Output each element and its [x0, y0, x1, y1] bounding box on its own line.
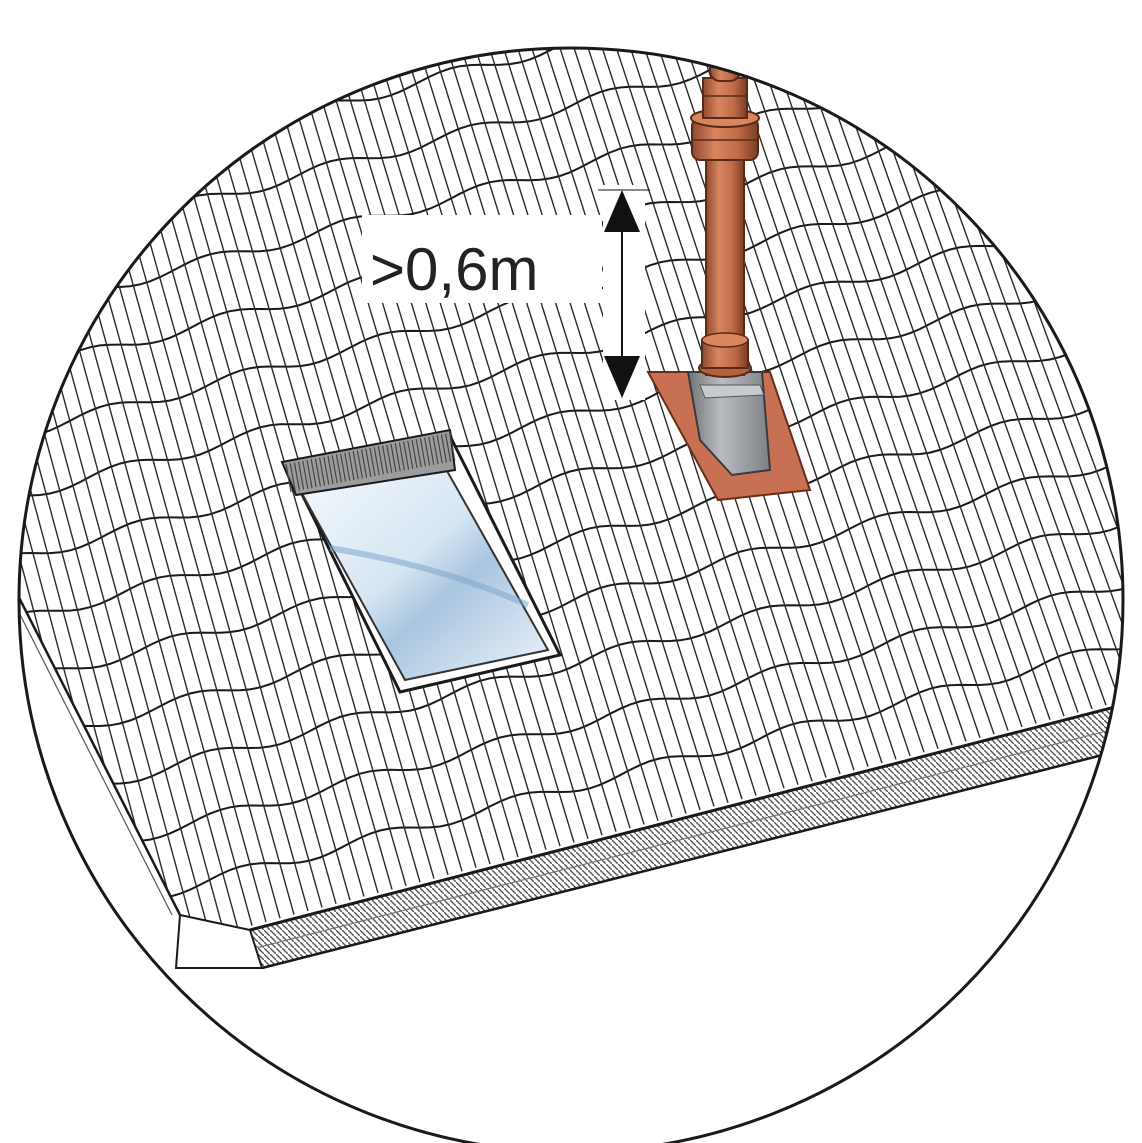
skylight-frame-hatch	[386, 444, 393, 473]
tile-line	[327, 48, 589, 840]
tile-line	[19, 48, 225, 933]
skylight-frame-hatch	[348, 451, 355, 481]
skylight-frame-hatch	[319, 457, 326, 486]
skylight-frame-hatch	[407, 440, 414, 469]
tile-line	[425, 48, 687, 814]
skylight-frame-hatch	[394, 443, 401, 472]
skylight-frame-hatch	[382, 445, 389, 474]
tile-line	[467, 48, 729, 803]
skylight-frame-hatch	[377, 446, 384, 475]
skylight-frame-hatch	[298, 461, 305, 490]
tile-line	[19, 48, 197, 941]
skylight-frame-hatch	[398, 442, 405, 471]
tile-line	[299, 48, 561, 847]
tile-line	[761, 48, 1023, 728]
tile-line	[19, 48, 29, 984]
tile-line	[649, 48, 911, 757]
skylight-frame-hatch	[289, 463, 296, 492]
skylight-frame-hatch	[331, 455, 338, 484]
skylight-frame-hatch	[369, 447, 376, 477]
skylight-frame-hatch	[356, 450, 363, 479]
skylight-frame-hatch	[403, 441, 410, 470]
tile-course	[19, 324, 1123, 632]
tile-line	[355, 48, 617, 832]
tile-line	[453, 48, 715, 807]
skylight-frame-hatch	[436, 435, 443, 464]
skylight-frame-hatch	[415, 439, 422, 468]
skylight-frame-hatch	[365, 448, 372, 477]
skylight-frame-hatch	[424, 437, 431, 466]
tile-course	[19, 206, 1123, 501]
skylight-frame-hatch	[432, 435, 439, 465]
skylight-frame-hatch	[327, 455, 334, 485]
skylight-frame-hatch	[411, 439, 418, 469]
detail-circle-outline	[17, 46, 1125, 1143]
double-headed-vertical-arrow-icon	[598, 185, 650, 400]
skylight-frame-hatch	[293, 462, 300, 491]
tile-course	[19, 505, 1123, 821]
tile-course	[19, 442, 1123, 761]
tile-line	[285, 48, 547, 850]
dimension-label: >0,6m	[370, 236, 538, 303]
flue-pipe	[690, 51, 760, 378]
skylight-frame-hatch	[373, 447, 380, 476]
tile-line	[1126, 0, 1142, 633]
tile-line	[719, 48, 981, 738]
roof-surface	[0, 0, 1142, 930]
skylight-frame-hatch	[335, 454, 342, 483]
tile-line	[257, 48, 519, 858]
dimension-label-bg	[362, 215, 602, 303]
tile-line	[19, 48, 183, 944]
tile-line	[19, 48, 169, 948]
tile-line	[705, 48, 967, 742]
tile-line	[747, 48, 1009, 731]
skylight-frame-hatch	[449, 432, 456, 461]
tile-line	[411, 48, 673, 818]
tile-line	[397, 48, 659, 822]
tile-line	[369, 48, 631, 829]
tile-line	[635, 48, 897, 760]
skylight-frame-hatch	[419, 438, 426, 467]
tile-line	[383, 48, 645, 825]
skylight-frame-hatch	[390, 443, 397, 473]
roof-eave-gutter	[19, 559, 1123, 970]
flue-flashing	[646, 371, 812, 502]
tile-line	[341, 48, 603, 836]
tile-line	[733, 48, 995, 735]
tile-line	[313, 48, 575, 843]
skylight-frame-hatch	[314, 458, 321, 487]
skylight-frame-hatch	[285, 463, 292, 493]
tile-line	[19, 48, 211, 937]
tile-line	[0, 0, 14, 987]
skylight-frame-hatch	[440, 434, 447, 463]
skylight-frame-hatch	[306, 459, 313, 489]
skylight-frame-hatch	[310, 459, 317, 488]
roof-skylight	[280, 428, 563, 694]
tile-line	[271, 48, 533, 854]
skylight-frame-hatch	[445, 433, 452, 462]
skylight-frame-hatch	[323, 456, 330, 485]
tile-line	[439, 48, 701, 811]
tile-course	[0, 0, 1142, 4]
skylight-frame-hatch	[302, 460, 309, 489]
skylight-frame-hatch	[352, 451, 359, 480]
skylight-frame-hatch	[344, 452, 351, 481]
tile-course	[19, 638, 1123, 936]
skylight-frame-hatch	[340, 453, 347, 482]
skylight-frame-hatch	[361, 449, 368, 478]
skylight-frame-hatch	[428, 436, 435, 465]
